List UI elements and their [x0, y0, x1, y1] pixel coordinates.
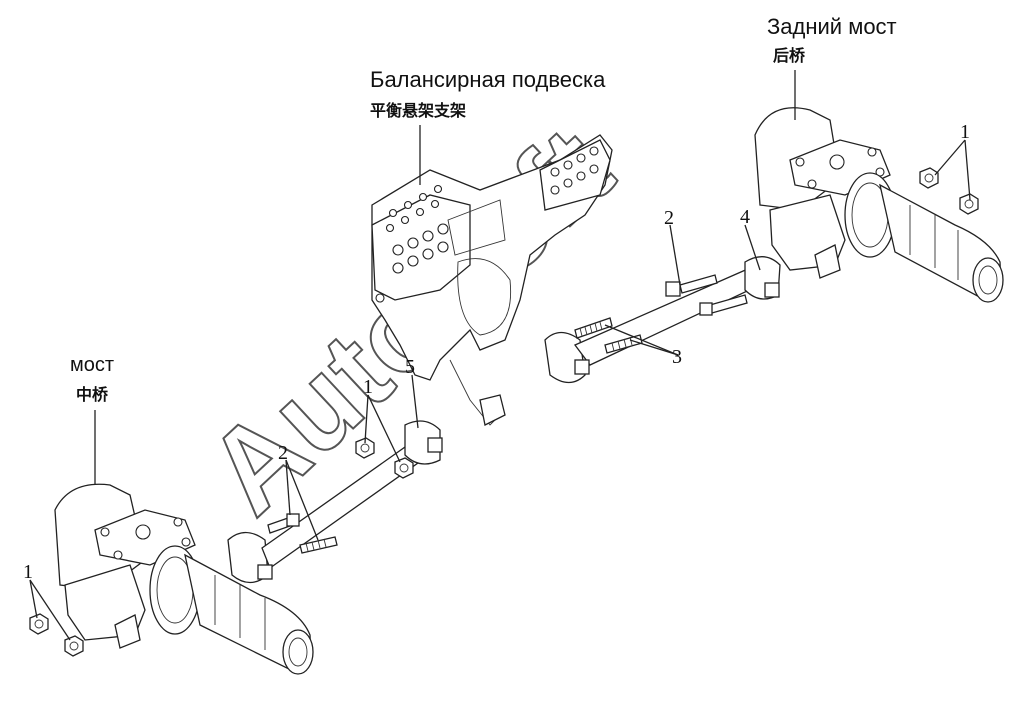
rear-axle [754, 107, 1004, 303]
callout-2-front: 2 [278, 442, 288, 464]
callout-1-rear: 1 [960, 121, 970, 143]
middle-axle [54, 483, 314, 675]
bracket-holes [375, 146, 599, 303]
callout-4: 4 [740, 206, 750, 228]
rear-axle-label-cn: 后桥 [773, 46, 806, 65]
rear-axle-label-ru: Задний мост [767, 14, 897, 39]
callout-5: 5 [405, 356, 415, 378]
bolts [267, 274, 748, 554]
callout-1-center: 1 [363, 376, 373, 398]
balancer-bracket [371, 134, 613, 426]
callout-1-front: 1 [23, 561, 33, 583]
balancer-label-cn: 平衡悬架支架 [370, 101, 467, 120]
callout-2-rear: 2 [664, 207, 674, 229]
torque-rod-rear [544, 256, 781, 384]
callout-3: 3 [672, 346, 682, 368]
middle-axle-label-ru: мост [70, 354, 115, 376]
nuts [29, 167, 979, 657]
middle-axle-label-cn: 中桥 [76, 385, 109, 404]
torque-rod-front [227, 420, 443, 584]
balancer-label-ru: Балансирная подвеска [370, 67, 606, 92]
leader-lines [29, 70, 971, 641]
